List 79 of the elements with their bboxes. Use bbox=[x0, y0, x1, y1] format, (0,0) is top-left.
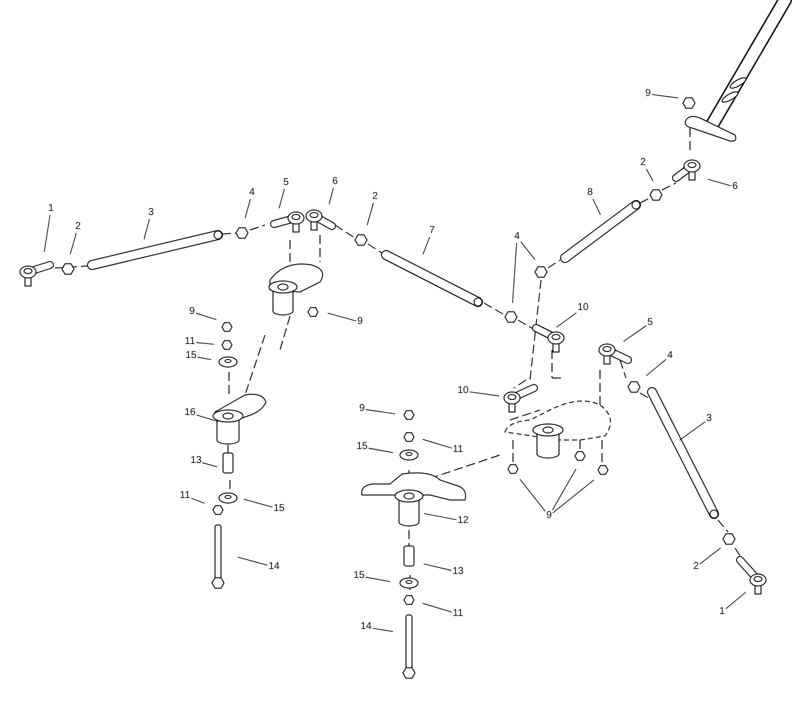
leader-line bbox=[237, 556, 268, 566]
leader-line bbox=[190, 498, 205, 504]
leader-line bbox=[197, 356, 212, 360]
leader-line bbox=[195, 312, 217, 320]
callout-number: 10 bbox=[456, 385, 470, 397]
leader-line bbox=[244, 198, 251, 219]
callout-number: 8 bbox=[586, 187, 594, 199]
leader-line bbox=[725, 592, 746, 610]
leader-line bbox=[512, 242, 517, 304]
leader-line bbox=[469, 392, 500, 396]
callout-number: 3 bbox=[705, 413, 713, 425]
leader-line bbox=[520, 241, 536, 260]
callout-number: 6 bbox=[331, 176, 339, 188]
callout-number: 9 bbox=[188, 306, 196, 318]
callout-number: 13 bbox=[451, 566, 465, 578]
callout-number: 5 bbox=[282, 177, 290, 189]
leader-line bbox=[366, 202, 374, 226]
leader-line bbox=[423, 563, 452, 571]
leader-line bbox=[679, 421, 706, 441]
leader-line bbox=[422, 438, 452, 449]
callout-number: 9 bbox=[545, 510, 553, 522]
callout-number: 14 bbox=[267, 561, 281, 573]
leader-line bbox=[278, 188, 285, 209]
leader-line bbox=[646, 358, 667, 376]
callout-number: 11 bbox=[452, 608, 464, 620]
callout-number: 9 bbox=[356, 316, 364, 328]
callout-number: 1 bbox=[47, 203, 55, 215]
leader-line bbox=[592, 198, 601, 216]
callout-number: 14 bbox=[359, 621, 373, 633]
leader-line bbox=[552, 468, 576, 510]
leader-line bbox=[520, 478, 546, 512]
leader-line bbox=[196, 342, 214, 345]
leader-line bbox=[365, 409, 396, 414]
leader-line bbox=[423, 513, 457, 520]
callout-number: 3 bbox=[147, 207, 155, 219]
leader-line bbox=[44, 214, 50, 252]
callout-number: 4 bbox=[248, 187, 256, 199]
callout-number: 1 bbox=[718, 606, 726, 618]
callout-number: 9 bbox=[358, 403, 366, 415]
callout-number: 4 bbox=[666, 350, 674, 362]
leader-line bbox=[196, 414, 219, 422]
callout-number: 6 bbox=[731, 181, 739, 193]
leader-line bbox=[368, 448, 394, 453]
leader-line bbox=[202, 462, 218, 468]
callout-number: 2 bbox=[371, 191, 379, 203]
callout-number: 7 bbox=[428, 225, 436, 237]
leader-line bbox=[70, 232, 77, 255]
callout-number: 2 bbox=[692, 561, 700, 573]
leader-line bbox=[556, 312, 577, 328]
callout-number: 15 bbox=[355, 441, 369, 453]
callout-number: 13 bbox=[189, 455, 203, 467]
leader-line bbox=[327, 312, 357, 322]
callout-number: 15 bbox=[184, 350, 198, 362]
leader-line bbox=[365, 576, 391, 582]
callout-number: 12 bbox=[456, 515, 470, 527]
leader-line bbox=[552, 480, 594, 514]
callout-number: 11 bbox=[184, 336, 196, 348]
callout-number: 2 bbox=[639, 157, 647, 169]
leader-line bbox=[144, 218, 150, 240]
callout-number: 15 bbox=[272, 503, 286, 515]
leader-line bbox=[422, 236, 430, 255]
leader-line bbox=[422, 602, 452, 613]
leader-line bbox=[707, 178, 732, 186]
callout-number: 11 bbox=[178, 490, 192, 502]
leader-line bbox=[623, 325, 647, 342]
callout-number: 10 bbox=[576, 302, 590, 314]
callout-number: 9 bbox=[644, 88, 652, 100]
leader-line bbox=[646, 168, 654, 182]
callout-number: 16 bbox=[183, 407, 197, 419]
leader-line bbox=[651, 94, 678, 98]
callout-number: 11 bbox=[452, 444, 464, 456]
callout-number: 15 bbox=[352, 570, 366, 582]
leader-line bbox=[372, 628, 394, 632]
leader-line bbox=[243, 498, 273, 508]
callout-number: 5 bbox=[646, 317, 654, 329]
callout-number: 4 bbox=[513, 231, 521, 243]
callout-number: 2 bbox=[74, 221, 82, 233]
leader-line bbox=[699, 548, 722, 564]
leader-line bbox=[328, 188, 334, 205]
